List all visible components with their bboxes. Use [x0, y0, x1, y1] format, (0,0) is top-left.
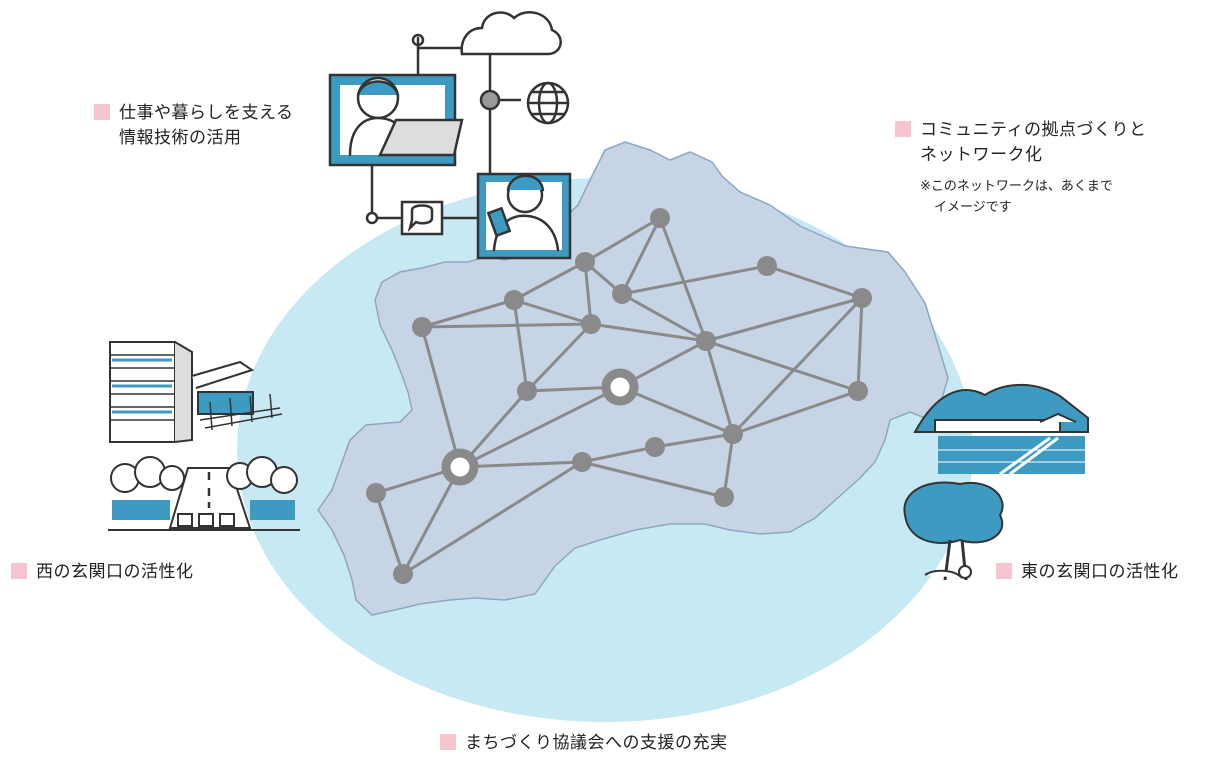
network-node [575, 252, 595, 272]
network-node [517, 381, 537, 401]
network-link [621, 264, 768, 296]
network-link [654, 432, 734, 449]
chat-bubble-icon [400, 200, 444, 236]
label-community-line2: ネットワーク化 [920, 145, 1043, 165]
office-building-icon [109, 341, 193, 443]
central-hub-node [601, 368, 639, 406]
ict-illustration [328, 11, 572, 260]
pink-bullet-icon [996, 563, 1012, 579]
globe-icon [526, 81, 570, 125]
west-hub-node [441, 448, 479, 486]
network-link [513, 298, 592, 326]
network-link [584, 216, 661, 264]
network-node [612, 284, 632, 304]
network-node [572, 452, 592, 472]
network-node [366, 483, 386, 503]
network-node [714, 487, 734, 507]
network-link [583, 261, 593, 325]
network-link [704, 340, 735, 435]
label-community-network: コミュニティの拠点づくりと ネットワーク化 [895, 118, 1146, 168]
network-node [650, 208, 670, 228]
tree-lined-street-icon [108, 456, 300, 531]
network-node [723, 424, 743, 444]
network-link [513, 260, 586, 302]
network-note: ※このネットワークは、あくまで イメージです [920, 176, 1113, 218]
label-ict-line2: 情報技術の活用 [119, 128, 242, 148]
network-node [504, 290, 524, 310]
network-link [766, 264, 863, 300]
rural-village-icon [934, 412, 1085, 476]
network-note-line2: イメージです [934, 200, 1012, 215]
network-link [421, 322, 592, 329]
network-nodes [366, 208, 872, 584]
cloud-icon [460, 11, 562, 56]
network-link [459, 460, 583, 469]
network-link [525, 322, 593, 393]
pink-bullet-icon [94, 104, 110, 120]
network-link [459, 385, 621, 469]
network-link [420, 326, 462, 468]
west-gateway-illustration [108, 341, 300, 531]
network-link [731, 296, 864, 436]
network-node [757, 256, 777, 276]
label-council-support: まちづくり協議会への支援の充実 [440, 731, 728, 756]
network-link [421, 298, 515, 329]
network-node [412, 317, 432, 337]
label-council-support-text: まちづくり協議会への支援の充実 [465, 733, 728, 753]
network-node [581, 314, 601, 334]
label-ict-utilization: 仕事や暮らしを支える 情報技術の活用 [94, 101, 294, 151]
network-node [696, 331, 716, 351]
label-east-gateway: 東の玄関口の活性化 [996, 560, 1179, 585]
network-link [619, 385, 734, 436]
pink-bullet-icon [440, 734, 456, 750]
person-smartphone-icon [476, 172, 572, 260]
network-link [581, 445, 656, 464]
network-link [732, 389, 859, 436]
network-link [658, 217, 708, 342]
pink-bullet-icon [11, 563, 27, 579]
network-node [848, 381, 868, 401]
network-links [374, 216, 864, 576]
network-note-line1: ※このネットワークは、あくまで [920, 179, 1113, 194]
network-link [590, 322, 707, 343]
label-west-gateway-text: 西の玄関口の活性化 [36, 562, 194, 582]
network-link [402, 460, 583, 576]
pink-bullet-icon [895, 121, 911, 137]
network-link [374, 492, 405, 575]
network-node [852, 288, 872, 308]
label-east-gateway-text: 東の玄関口の活性化 [1021, 562, 1179, 582]
east-gateway-illustration [903, 383, 1089, 581]
network-node [393, 564, 413, 584]
network-link [856, 297, 864, 392]
label-west-gateway: 西の玄関口の活性化 [11, 560, 194, 585]
network-link [581, 460, 725, 499]
label-community-line1: コミュニティの拠点づくりと [920, 120, 1147, 140]
network-link [621, 292, 707, 343]
label-ict-line1: 仕事や暮らしを支える [119, 103, 294, 123]
train-station-icon [191, 360, 283, 431]
network-link [512, 299, 529, 392]
network-node [645, 437, 665, 457]
network-link [620, 217, 662, 295]
person-laptop-icon [328, 73, 464, 167]
network-link [722, 433, 735, 498]
network-link [401, 466, 462, 575]
network-link [705, 339, 859, 393]
network-link [705, 296, 863, 343]
tree-rest-icon [903, 481, 1004, 581]
